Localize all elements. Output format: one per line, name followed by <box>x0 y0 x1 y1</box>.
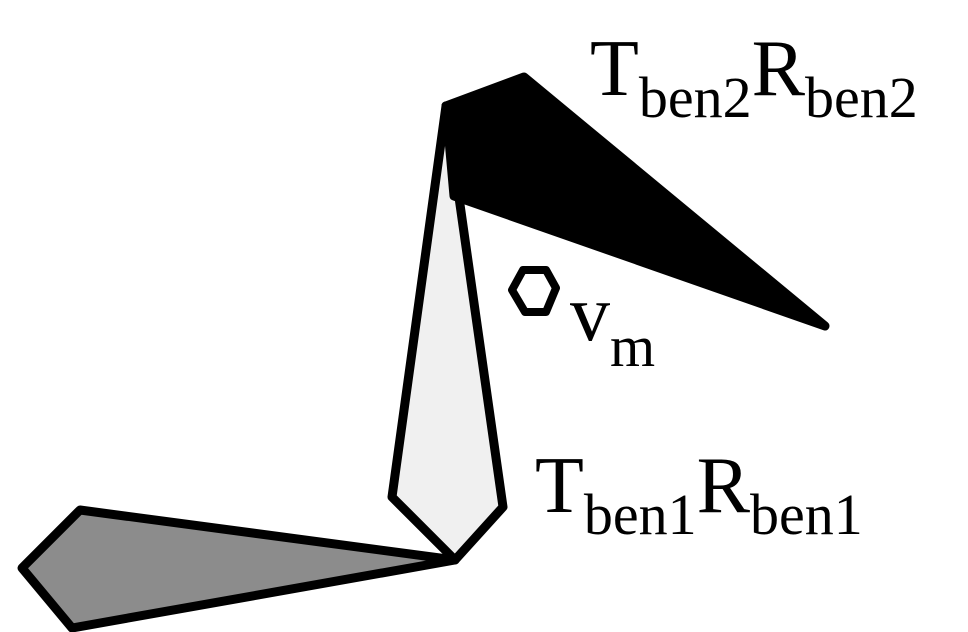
vm-marker-icon <box>508 266 560 316</box>
vm-v: v <box>570 270 610 358</box>
top-segment <box>441 72 830 331</box>
top-segment-label: Tben2Rben2 <box>590 25 918 130</box>
top-t-sub: ben2 <box>639 65 752 130</box>
vm-sub: m <box>610 314 655 379</box>
bottom-r-sub: ben1 <box>750 482 863 547</box>
top-t: T <box>590 25 639 113</box>
top-r: R <box>752 25 806 113</box>
bottom-t-sub: ben1 <box>584 482 697 547</box>
vm-label: vm <box>570 270 655 379</box>
top-r-sub: ben2 <box>805 65 918 130</box>
bottom-r: R <box>697 442 751 530</box>
middle-segment-label: Tben1Rben1 <box>535 442 863 547</box>
bottom-segment <box>17 505 460 632</box>
bottom-t: T <box>535 442 584 530</box>
middle-segment <box>387 101 508 565</box>
